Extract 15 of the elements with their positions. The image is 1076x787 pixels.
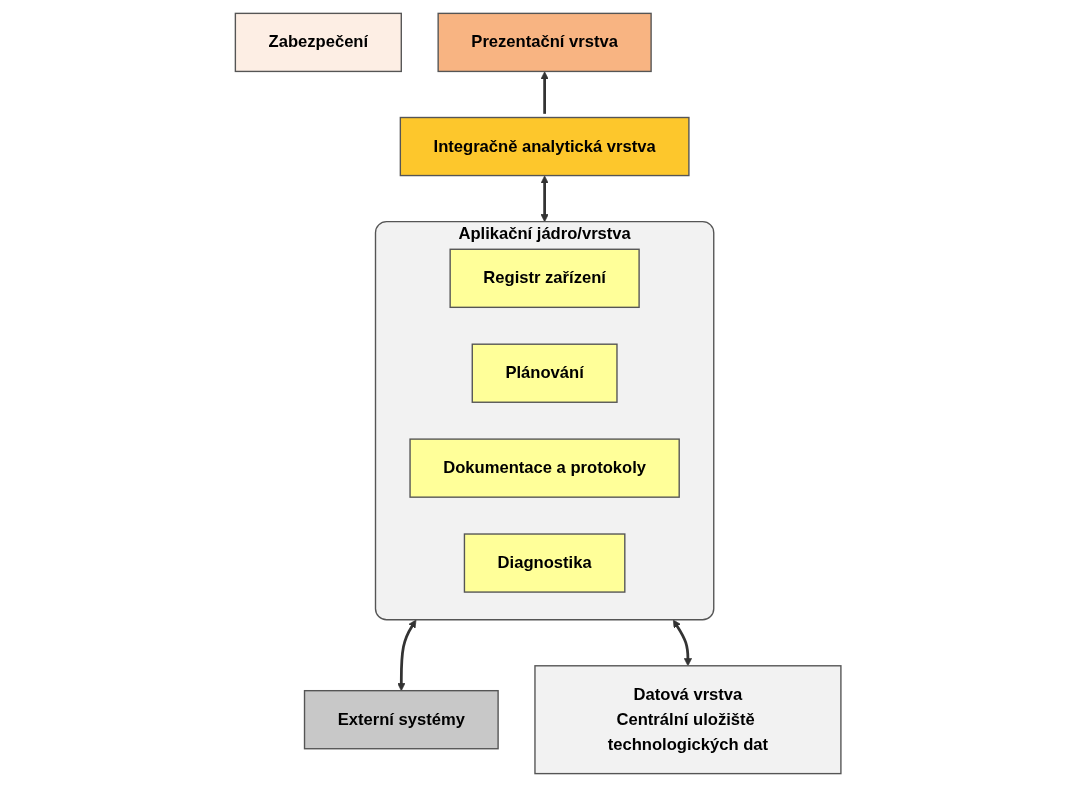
node-box [303,690,499,750]
node-box [534,665,842,775]
node-box [234,12,402,73]
arrow [672,619,692,667]
node-box [449,248,640,308]
node-box [437,12,652,73]
diagram: Aplikační jádro/vrstva Registr zařízení Plánování Dokumentace a protokoly Diagnostika Zabezpečení Prezentační vrstva Integračně analytická vrstva Externí systémy Datová vrstva Centrální uložiště technologických dat [227,6,849,781]
node-box [463,533,626,593]
arrow [540,175,549,222]
arrow [540,71,549,114]
node-box [409,438,680,498]
node-box [399,116,690,177]
arrow [397,619,417,692]
cluster [374,220,715,621]
node-box [471,343,618,403]
